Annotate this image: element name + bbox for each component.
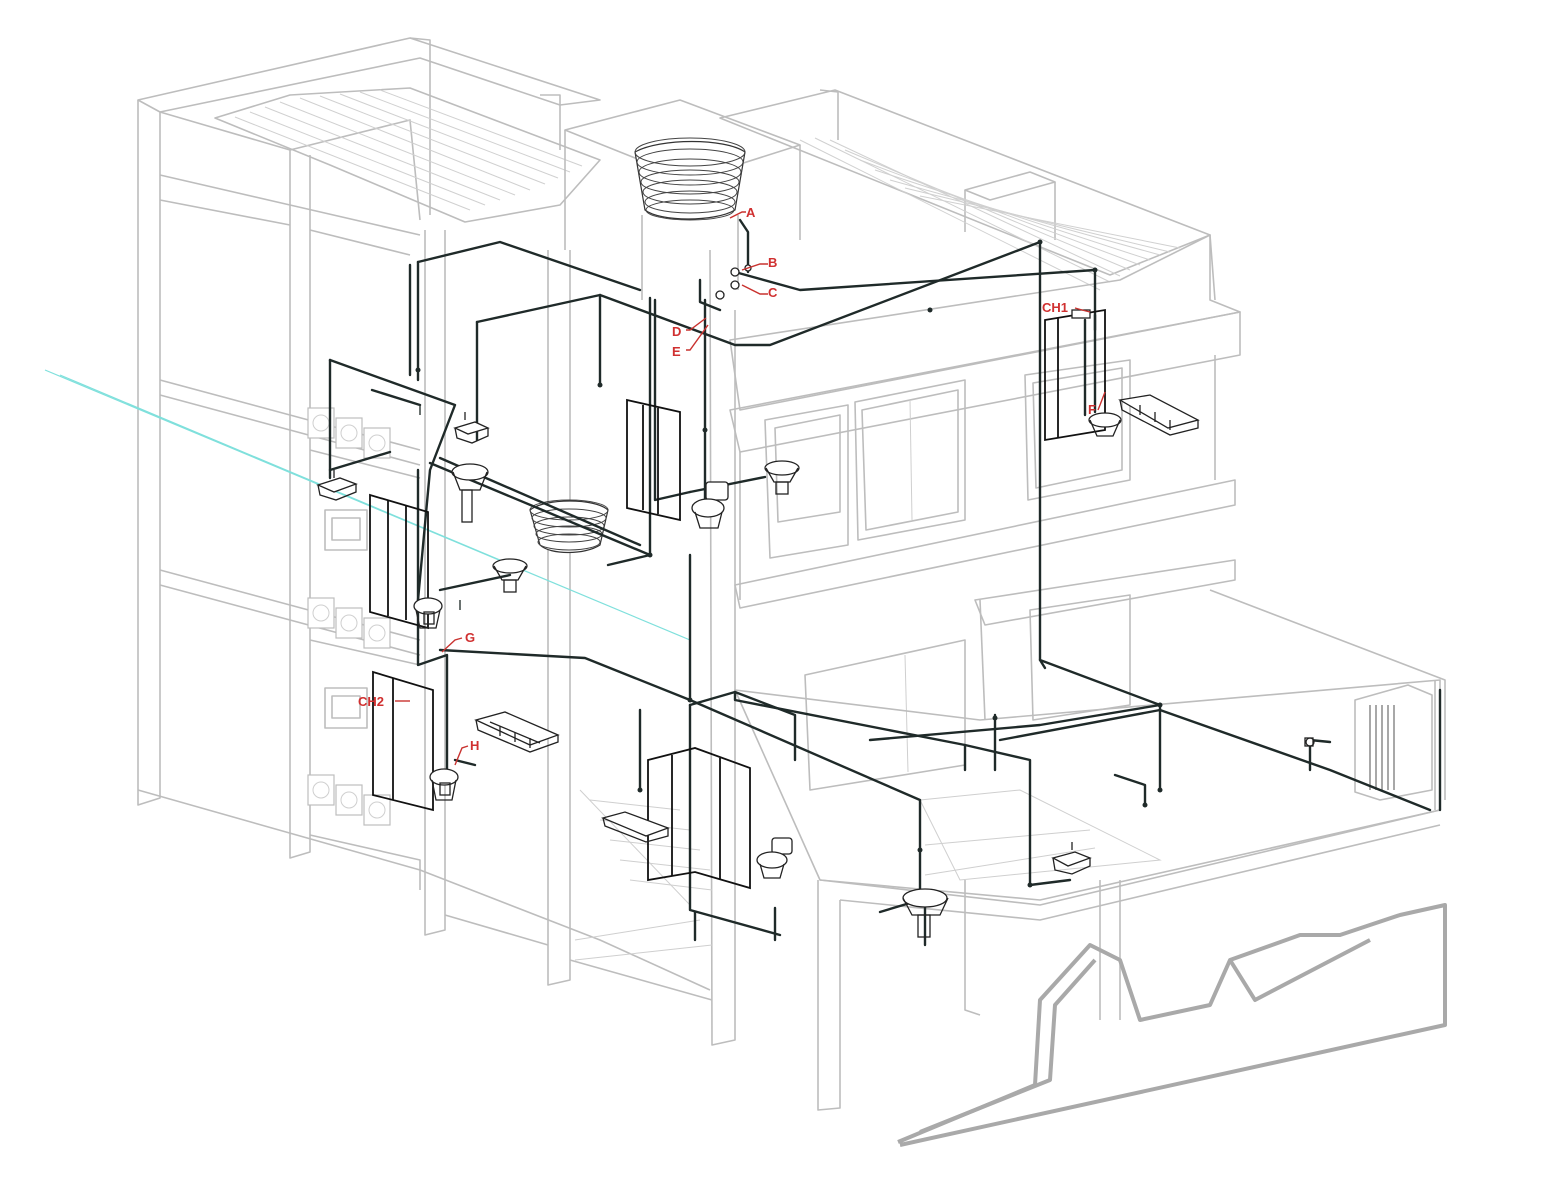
ac-units-lower <box>307 774 391 826</box>
toilet-icon <box>413 597 443 629</box>
label-G: G <box>465 630 475 645</box>
shower-drain-icon <box>764 460 800 495</box>
label-E: E <box>672 344 681 359</box>
label-C: C <box>768 285 778 300</box>
label-D: D <box>672 324 681 339</box>
tank-outlet-valves <box>715 264 752 300</box>
upper-water-tank <box>634 137 746 300</box>
reference-axis-line-2 <box>59 374 501 561</box>
toilet-icon <box>429 768 459 801</box>
label-H: H <box>470 738 479 753</box>
shower-drain-icon <box>451 463 489 523</box>
laundry-tray-icon <box>474 711 560 753</box>
terrain-outline <box>897 903 1447 1147</box>
ac-units-upper <box>307 407 391 459</box>
toilet-icon <box>756 837 793 879</box>
shower-drain-icon <box>902 888 949 938</box>
laundry-tray-icon <box>601 811 670 843</box>
building-outline <box>137 37 1446 1111</box>
laundry-tray-icon <box>1118 394 1200 436</box>
faucet-icon <box>1304 737 1315 747</box>
shower-drain-icon <box>1088 412 1122 437</box>
label-B: B <box>768 255 777 270</box>
toilet-icon <box>691 481 729 529</box>
fixtures <box>316 309 1315 938</box>
sink-icon <box>316 470 358 501</box>
lower-stair <box>574 789 713 961</box>
label-CH1: CH1 <box>1042 300 1068 315</box>
ac-units-middle <box>307 597 391 649</box>
sink-icon <box>1051 842 1092 875</box>
door-upper-bathroom <box>626 398 681 522</box>
reference-axis-line <box>44 369 691 641</box>
door-ground-bathroom <box>647 747 751 890</box>
label-CH2: CH2 <box>358 694 384 709</box>
piping-network <box>328 218 1442 947</box>
sink-icon <box>453 412 490 444</box>
label-A: A <box>746 205 756 220</box>
door-lower-left <box>372 670 434 812</box>
reference-labels: A B C D E F G H CH1 CH2 <box>358 205 1106 766</box>
label-F: F <box>1088 402 1096 417</box>
shower-drain-icon <box>492 558 528 593</box>
